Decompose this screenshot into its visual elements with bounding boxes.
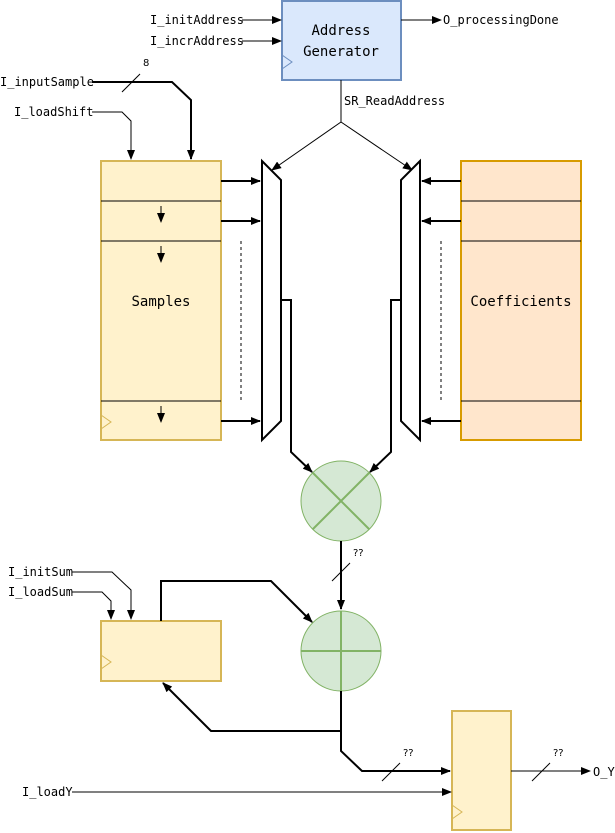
- bus-slash: [531, 762, 551, 782]
- wire-init-sum: [72, 571, 135, 620]
- wire-read-address-left: [271, 121, 342, 171]
- bus-slash: [121, 73, 141, 93]
- clock-icon: [281, 54, 293, 70]
- wire-input-sample: [92, 81, 195, 160]
- signal-input-sample: I_inputSample: [0, 75, 94, 89]
- wire-accumulator-out: [160, 580, 313, 623]
- output-register-box: [451, 710, 512, 831]
- wire-sum-to-output: [340, 731, 451, 775]
- signal-init-sum: I_initSum: [8, 565, 73, 579]
- bus-slash: [381, 762, 401, 782]
- wire-load-shift: [92, 111, 135, 160]
- address-generator-label-2: Generator: [303, 44, 379, 60]
- signal-load-shift: I_loadShift: [14, 105, 93, 119]
- output-register: [451, 710, 512, 831]
- wire-sum-feedback: [162, 682, 342, 732]
- signal-load-sum: I_loadSum: [8, 585, 73, 599]
- coefficients-label: Coefficients: [470, 294, 571, 310]
- signal-incr-address: I_incrAddress: [150, 34, 244, 48]
- signal-read-address: SR_ReadAddress: [344, 94, 445, 108]
- signal-output-y: O_Y: [593, 765, 615, 779]
- signal-processing-done: O_processingDone: [443, 13, 559, 27]
- address-generator-block: Address Generator: [281, 0, 402, 81]
- address-generator-label-1: Address: [311, 23, 370, 39]
- adder: [300, 610, 382, 692]
- accumulator-box: [100, 620, 222, 682]
- sample-mux: [261, 158, 282, 443]
- signal-init-address: I_initAddress: [150, 13, 244, 27]
- coefficient-mux: [400, 158, 421, 443]
- samples-label: Samples: [131, 294, 190, 310]
- wire-coeff-mux-out: [369, 299, 401, 473]
- accumulator-register: [100, 620, 222, 682]
- address-generator-box: [281, 0, 402, 81]
- wire-read-address-right: [340, 121, 413, 171]
- bus-width-input-sample: 8: [143, 58, 149, 69]
- bus-width-output: ??: [553, 748, 564, 759]
- wire-sample-mux-out: [281, 299, 313, 473]
- clock-icon: [100, 414, 112, 430]
- multiply-icon: [312, 472, 370, 530]
- signal-load-y: I_loadY: [22, 785, 73, 799]
- wire-load-sum: [72, 591, 115, 620]
- coefficients-register: Coefficients: [460, 160, 582, 441]
- clock-icon: [451, 804, 463, 820]
- bus-width-product: ??: [353, 548, 364, 559]
- clock-icon: [100, 654, 112, 670]
- coefficients-box: [460, 160, 582, 441]
- bus-slash: [331, 562, 351, 582]
- samples-register: Samples: [100, 160, 222, 441]
- multiplier: [300, 460, 382, 542]
- bus-width-sum: ??: [403, 748, 414, 759]
